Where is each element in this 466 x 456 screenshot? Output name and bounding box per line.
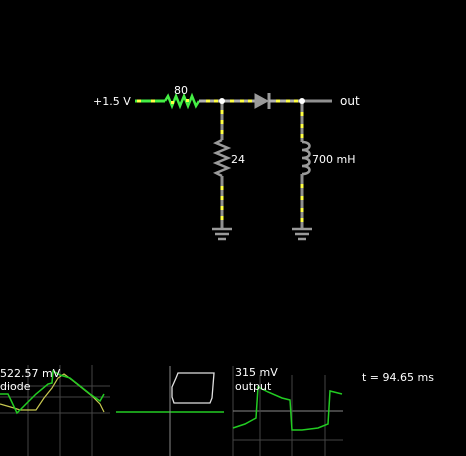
resistor-80[interactable] <box>163 92 201 110</box>
output-label: out <box>340 94 360 108</box>
scope-xy-trace <box>171 372 215 404</box>
diode[interactable] <box>254 93 271 109</box>
inductor-700mH[interactable] <box>301 140 311 176</box>
circuit[interactable]: +1.5 V 80 24 700 mH out <box>93 84 360 241</box>
scope-output[interactable]: 315 mV output <box>232 366 343 456</box>
scope-diode[interactable]: 522.57 mV diode <box>0 365 110 456</box>
scope-xy[interactable] <box>116 366 224 456</box>
resistor2-label: 24 <box>231 153 245 166</box>
current-dots <box>137 99 304 222</box>
source-label: +1.5 V <box>93 95 131 108</box>
time-readout: t = 94.65 ms <box>362 371 434 384</box>
scope-diode-trace <box>0 369 105 415</box>
junction-node-right[interactable] <box>299 98 305 104</box>
scope-diode-name: diode <box>0 380 31 393</box>
resistor1-label: 80 <box>174 84 188 97</box>
junction-node-left[interactable] <box>219 98 225 104</box>
scope-output-trace <box>232 385 343 431</box>
scope-diode-value: 522.57 mV <box>0 367 61 380</box>
ground-symbol-1[interactable] <box>212 227 232 241</box>
scope-output-name: output <box>235 380 272 393</box>
resistor-24[interactable] <box>212 138 232 178</box>
scope-output-value: 315 mV <box>235 366 278 379</box>
inductor-label: 700 mH <box>312 153 355 166</box>
ground-symbol-2[interactable] <box>292 227 312 241</box>
